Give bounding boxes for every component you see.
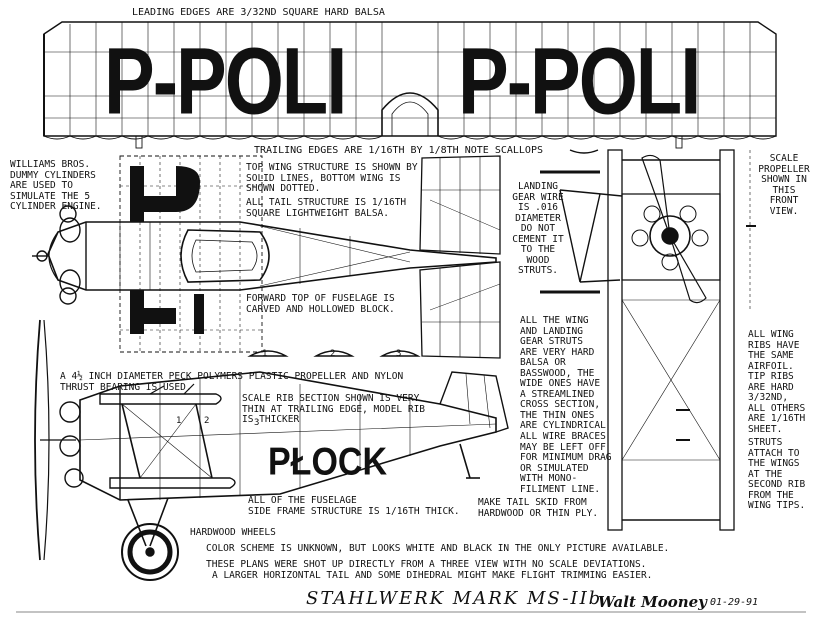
struts-attach-note: STRUTS ATTACH TO THE WINGS AT THE SECOND… [748,437,806,511]
top-wing-outline [43,21,777,149]
fuselage-frame-note: ALL OF THE FUSELAGE SIDE FRAME STRUCTURE… [248,495,460,517]
dummy-cylinders-note: WILLIAMS BROS. DUMMY CYLINDERS ARE USED … [10,159,102,212]
designer-signature: Walt Mooney [598,593,707,611]
leading-edges-note: LEADING EDGES ARE 3/32ND SQUARE HARD BAL… [132,7,385,18]
rib-number-3: 3 [396,349,402,359]
propeller-note: A 4½ INCH DIAMETER PECK POLYMERS PLASTIC… [60,371,404,393]
plans-shot-note: THESE PLANS WERE SHOT UP DIRECTLY FROM A… [206,559,647,570]
side-number-1: 1 [176,416,182,426]
hardwood-wheels-note: HARDWOOD WHEELS [190,527,276,538]
drawing-title: STAHLWERK MARK MS-IIb [306,588,603,609]
rib-number-2: 2 [330,349,336,359]
front-view [540,149,756,531]
top-wing-structure-note: TOP WING STRUCTURE IS SHOWN BY SOLID LIN… [246,162,418,194]
trailing-edges-note: TRAILING EDGES ARE 1/16TH BY 1/8TH NOTE … [254,145,543,156]
wire-braces-note: ALL WIRE BRACES MAY BE LEFT OFF FOR MINI… [520,431,612,495]
rib-section-note: SCALE RIB SECTION SHOWN IS VERY THIN AT … [242,393,426,425]
side-view [34,319,509,581]
side-number-3: 3 [254,418,260,428]
tail-structure-note: ALL TAIL STRUCTURE IS 1/16TH SQUARE LIGH… [246,197,407,219]
top-view-fuselage [32,155,501,359]
color-scheme-note: COLOR SCHEME IS UNKNOWN, BUT LOOKS WHITE… [206,543,670,554]
scale-propeller-note: SCALE PROPELLER SHOWN IN THIS FRONT VIEW… [758,153,810,217]
registration-left-wing: P-POLI [104,28,347,135]
drawing-date: 01-29-91 [710,597,759,608]
registration-right-wing: P-POLI [458,28,701,135]
side-number-2: 2 [204,416,210,426]
forward-top-note: FORWARD TOP OF FUSELAGE IS CARVED AND HO… [246,293,395,315]
side-lettering: PŁOCK [268,440,387,484]
larger-tail-note: A LARGER HORIZONTAL TAIL AND SOME DIHEDR… [212,570,653,581]
rib-number-1: 1 [262,349,268,359]
tail-skid-note: MAKE TAIL SKID FROM HARDWOOD OR THIN PLY… [478,497,599,519]
struts-note: ALL THE WING AND LANDING GEAR STRUTS ARE… [520,315,606,431]
wing-ribs-note: ALL WING RIBS HAVE THE SAME AIRFOIL. TIP… [748,329,806,435]
landing-gear-wire-note: LANDING GEAR WIRE IS .016 DIAMETER DO NO… [512,181,564,276]
rib-section-profiles [247,350,421,357]
